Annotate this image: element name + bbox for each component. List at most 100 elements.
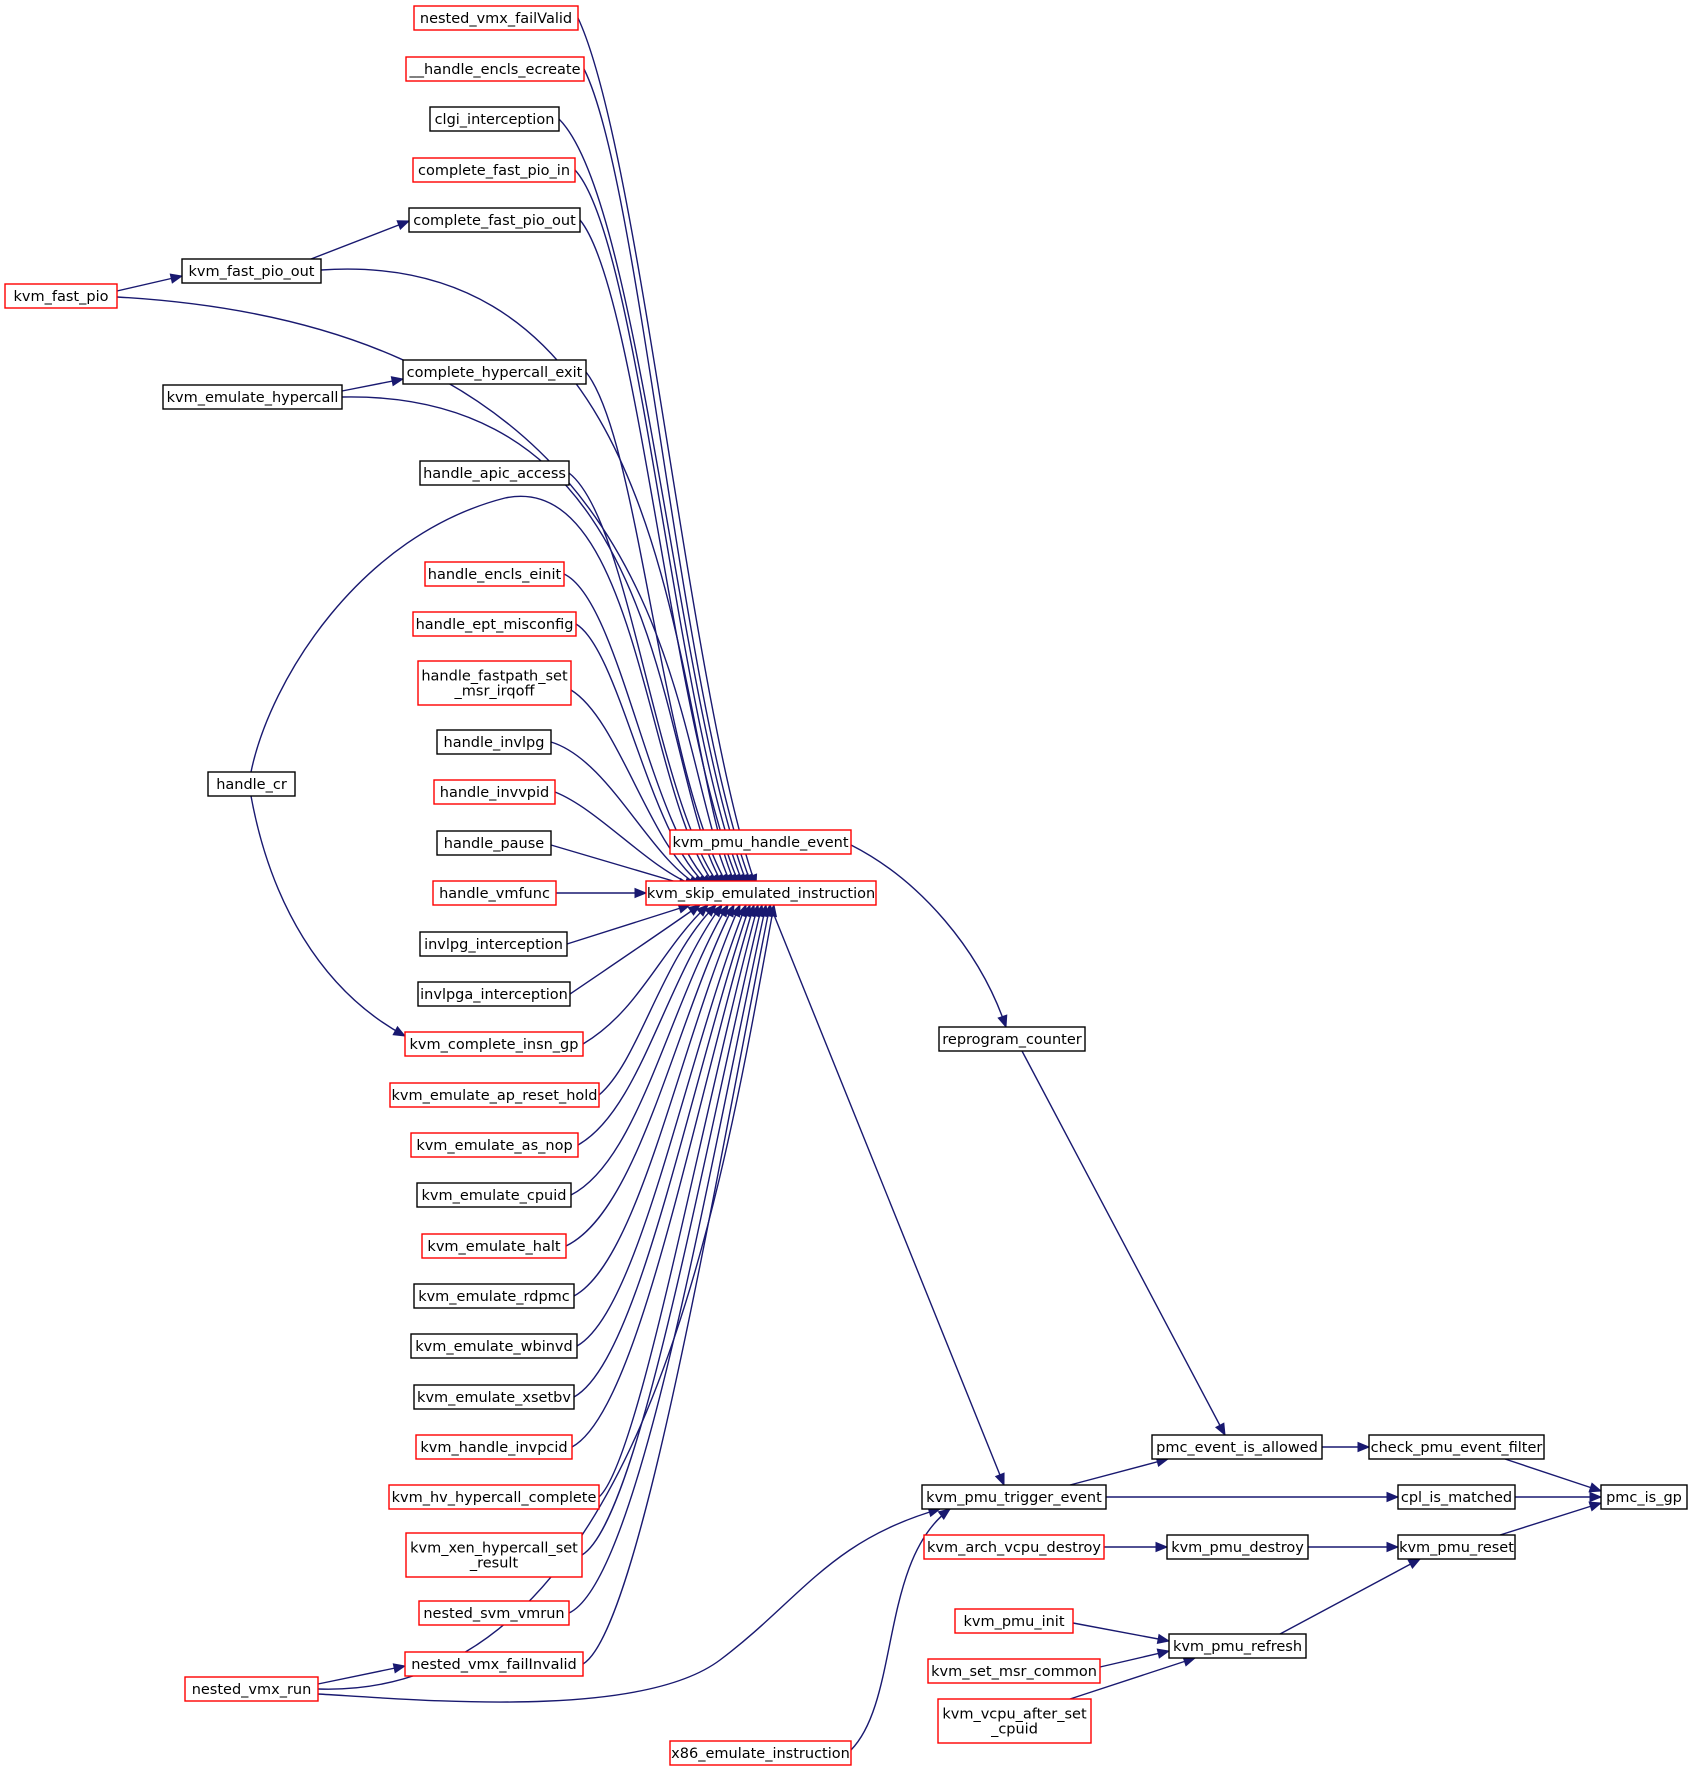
node-handle-vmfunc[interactable]: handle_vmfunc [432,880,557,906]
node-kvm-xen-hypercall-set-result[interactable]: kvm_xen_hypercall_set_result [405,1532,583,1578]
node-kvm-emulate-xsetbv[interactable]: kvm_emulate_xsetbv [413,1384,575,1410]
node-box[interactable] [432,880,557,906]
node-complete-fast-pio-out[interactable]: complete_fast_pio_out [408,207,581,233]
node-box[interactable] [954,1608,1074,1634]
node-nested-svm-vmrun[interactable]: nested_svm_vmrun [418,1600,570,1626]
node-box[interactable] [923,1534,1105,1560]
node-x86-emulate-instruction[interactable]: x86_emulate_instruction [669,1740,852,1766]
node-box[interactable] [417,981,571,1007]
node-box[interactable] [410,1132,579,1158]
node-handle-fastpath-set-msr-irqoff[interactable]: handle_fastpath_set_msr_irqoff [417,660,572,706]
node-nested-vmx-failValid[interactable]: nested_vmx_failValid [413,5,579,31]
node-box[interactable] [436,830,552,856]
node-box[interactable] [424,561,565,587]
node-box[interactable] [1151,1434,1323,1460]
node-nested-vmx-run[interactable]: nested_vmx_run [184,1676,319,1702]
node-kvm-emulate-ap-reset-hold[interactable]: kvm_emulate_ap_reset_hold [389,1082,600,1108]
node-box[interactable] [927,1658,1101,1684]
node-box[interactable] [416,1182,572,1208]
node-box[interactable] [1397,1484,1516,1510]
node-kvm-emulate-as-nop[interactable]: kvm_emulate_as_nop [410,1132,579,1158]
node-box[interactable] [413,1283,575,1309]
node-pmc-event-is-allowed[interactable]: pmc_event_is_allowed [1151,1434,1323,1460]
node-box[interactable] [421,1233,567,1259]
node-kvm-pmu-refresh[interactable]: kvm_pmu_refresh [1168,1633,1307,1659]
node-box[interactable] [1368,1434,1545,1460]
node-box[interactable] [436,729,552,755]
node---handle-encls-ecreate[interactable]: __handle_encls_ecreate [405,56,585,82]
node-box[interactable] [181,258,322,284]
node-box[interactable] [4,283,118,309]
node-handle-encls-einit[interactable]: handle_encls_einit [424,561,565,587]
node-box[interactable] [408,207,581,233]
node-handle-cr[interactable]: handle_cr [207,771,296,797]
node-kvm-emulate-wbinvd[interactable]: kvm_emulate_wbinvd [410,1333,578,1359]
node-box[interactable] [645,880,877,906]
node-handle-ept-misconfig[interactable]: handle_ept_misconfig [412,611,577,637]
node-kvm-emulate-hypercall[interactable]: kvm_emulate_hypercall [162,384,343,410]
node-invlpga-interception[interactable]: invlpga_interception [417,981,571,1007]
node-kvm-vcpu-after-set-cpuid[interactable]: kvm_vcpu_after_set_cpuid [937,1698,1092,1744]
node-kvm-fast-pio[interactable]: kvm_fast_pio [4,283,118,309]
node-box[interactable] [413,1384,575,1410]
node-box[interactable] [415,1434,573,1460]
node-box[interactable] [418,1600,570,1626]
node-complete-fast-pio-in[interactable]: complete_fast_pio_in [412,157,576,183]
node-kvm-pmu-init[interactable]: kvm_pmu_init [954,1608,1074,1634]
node-box[interactable] [1397,1534,1516,1560]
node-box[interactable] [402,359,587,385]
node-box[interactable] [419,460,570,486]
node-handle-pause[interactable]: handle_pause [436,830,552,856]
node-kvm-complete-insn-gp[interactable]: kvm_complete_insn_gp [404,1031,584,1057]
node-kvm-hv-hypercall-complete[interactable]: kvm_hv_hypercall_complete [388,1484,600,1510]
node-handle-apic-access[interactable]: handle_apic_access [419,460,570,486]
node-clgi-interception[interactable]: clgi_interception [429,106,560,132]
node-box[interactable] [1168,1633,1307,1659]
node-cpl-is-matched[interactable]: cpl_is_matched [1397,1484,1516,1510]
node-handle-invlpg[interactable]: handle_invlpg [436,729,552,755]
node-kvm-handle-invpcid[interactable]: kvm_handle_invpcid [415,1434,573,1460]
node-box[interactable] [404,1651,584,1677]
node-box[interactable] [938,1026,1086,1052]
node-kvm-pmu-destroy[interactable]: kvm_pmu_destroy [1166,1534,1309,1560]
node-kvm-pmu-reset[interactable]: kvm_pmu_reset [1397,1534,1516,1560]
node-box[interactable] [184,1676,319,1702]
node-reprogram-counter[interactable]: reprogram_counter [938,1026,1086,1052]
node-box[interactable] [419,931,568,957]
node-kvm-fast-pio-out[interactable]: kvm_fast_pio_out [181,258,322,284]
node-pmc-is-gp[interactable]: pmc_is_gp [1600,1484,1688,1510]
node-box[interactable] [669,1740,852,1766]
node-kvm-emulate-cpuid[interactable]: kvm_emulate_cpuid [416,1182,572,1208]
node-box[interactable] [412,157,576,183]
node-box[interactable] [937,1698,1092,1744]
node-kvm-emulate-halt[interactable]: kvm_emulate_halt [421,1233,567,1259]
node-box[interactable] [404,1031,584,1057]
node-box[interactable] [669,829,852,855]
node-box[interactable] [429,106,560,132]
node-box[interactable] [389,1082,600,1108]
node-kvm-pmu-trigger-event[interactable]: kvm_pmu_trigger_event [921,1484,1107,1510]
node-box[interactable] [417,660,572,706]
node-box[interactable] [412,611,577,637]
node-box[interactable] [388,1484,600,1510]
node-handle-invvpid[interactable]: handle_invvpid [433,779,556,805]
node-kvm-arch-vcpu-destroy[interactable]: kvm_arch_vcpu_destroy [923,1534,1105,1560]
node-kvm-set-msr-common[interactable]: kvm_set_msr_common [927,1658,1101,1684]
node-invlpg-interception[interactable]: invlpg_interception [419,931,568,957]
node-box[interactable] [207,771,296,797]
node-box[interactable] [413,5,579,31]
node-box[interactable] [1600,1484,1688,1510]
node-box[interactable] [1166,1534,1309,1560]
node-box[interactable] [405,56,585,82]
node-kvm-skip-emulated-instruction[interactable]: kvm_skip_emulated_instruction [645,880,877,906]
node-box[interactable] [162,384,343,410]
node-nested-vmx-failInvalid[interactable]: nested_vmx_failInvalid [404,1651,584,1677]
node-check-pmu-event-filter[interactable]: check_pmu_event_filter [1368,1434,1545,1460]
node-complete-hypercall-exit[interactable]: complete_hypercall_exit [402,359,587,385]
node-kvm-pmu-handle-event[interactable]: kvm_pmu_handle_event [669,829,852,855]
node-kvm-emulate-rdpmc[interactable]: kvm_emulate_rdpmc [413,1283,575,1309]
node-box[interactable] [433,779,556,805]
node-box[interactable] [405,1532,583,1578]
node-box[interactable] [921,1484,1107,1510]
node-box[interactable] [410,1333,578,1359]
